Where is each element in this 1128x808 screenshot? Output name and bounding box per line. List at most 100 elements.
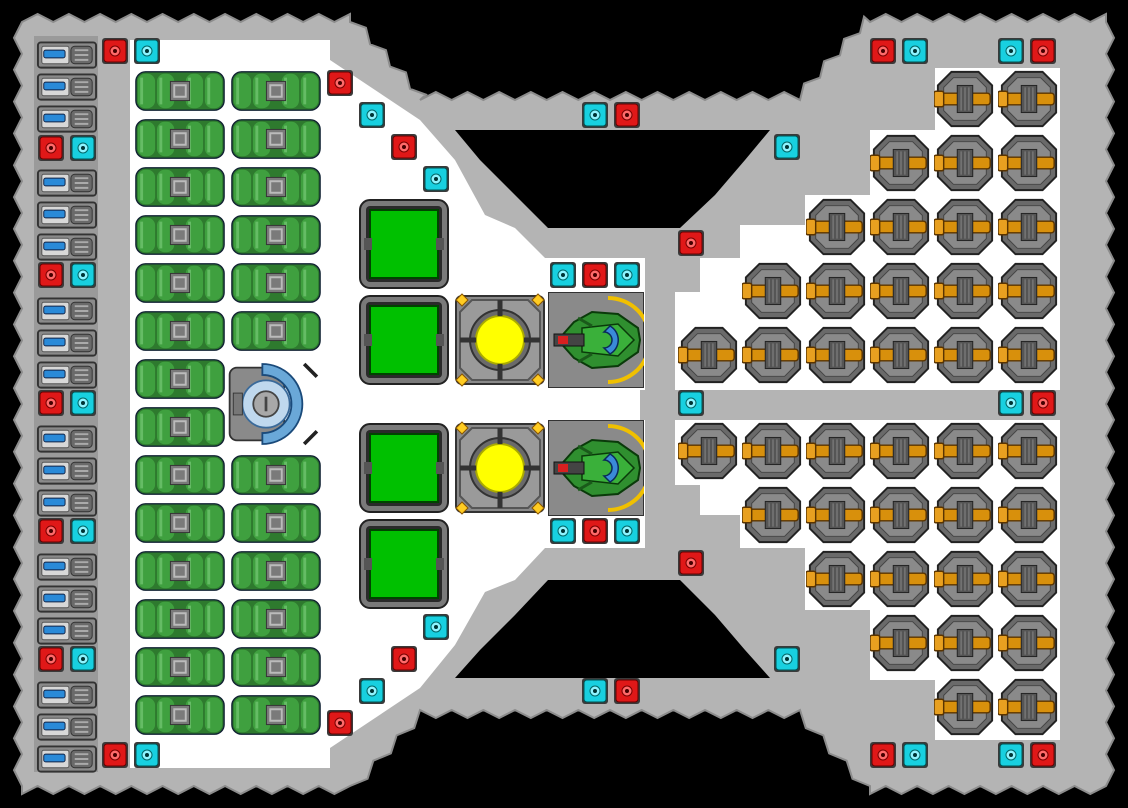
battery-icon[interactable] — [36, 617, 98, 645]
power-node-cyan-icon[interactable] — [69, 645, 97, 673]
power-node-red-icon[interactable] — [37, 261, 65, 289]
power-node-cyan-icon[interactable] — [133, 741, 161, 769]
battery-icon[interactable] — [36, 233, 98, 261]
power-node-cyan-icon[interactable] — [549, 517, 577, 545]
thruster-icon[interactable] — [870, 134, 930, 192]
battery-icon[interactable] — [36, 73, 98, 101]
thruster-icon[interactable] — [806, 262, 866, 320]
battery-icon[interactable] — [36, 713, 98, 741]
battery-icon[interactable] — [36, 105, 98, 133]
thruster-icon[interactable] — [806, 550, 866, 608]
thruster-icon[interactable] — [806, 486, 866, 544]
thruster-icon[interactable] — [870, 486, 930, 544]
fuel-tank-icon[interactable] — [230, 118, 322, 160]
power-node-cyan-icon[interactable] — [997, 37, 1025, 65]
power-node-cyan-icon[interactable] — [422, 613, 450, 641]
fuel-tank-icon[interactable] — [134, 70, 226, 112]
fuel-tank-icon[interactable] — [134, 454, 226, 496]
fuel-tank-icon[interactable] — [230, 550, 322, 592]
fuel-tank-icon[interactable] — [230, 70, 322, 112]
power-node-cyan-icon[interactable] — [773, 133, 801, 161]
battery-icon[interactable] — [36, 585, 98, 613]
power-node-cyan-icon[interactable] — [997, 741, 1025, 769]
fuel-tank-icon[interactable] — [134, 406, 226, 448]
battery-icon[interactable] — [36, 361, 98, 389]
thruster-icon[interactable] — [998, 134, 1058, 192]
thruster-icon[interactable] — [998, 198, 1058, 256]
thruster-icon[interactable] — [934, 198, 994, 256]
battery-icon[interactable] — [36, 329, 98, 357]
fuel-tank-icon[interactable] — [230, 694, 322, 736]
fuel-tank-icon[interactable] — [134, 214, 226, 256]
thruster-icon[interactable] — [678, 422, 738, 480]
power-node-red-icon[interactable] — [326, 69, 354, 97]
power-node-cyan-icon[interactable] — [133, 37, 161, 65]
cargo-bay-icon[interactable] — [359, 423, 449, 513]
fuel-tank-icon[interactable] — [134, 550, 226, 592]
fuel-tank-icon[interactable] — [230, 454, 322, 496]
thruster-icon[interactable] — [998, 550, 1058, 608]
thruster-icon[interactable] — [742, 326, 802, 384]
thruster-icon[interactable] — [998, 70, 1058, 128]
power-node-red-icon[interactable] — [326, 709, 354, 737]
battery-icon[interactable] — [36, 457, 98, 485]
thruster-icon[interactable] — [806, 422, 866, 480]
fuel-tank-icon[interactable] — [134, 310, 226, 352]
reactor-icon[interactable] — [456, 294, 544, 386]
thruster-icon[interactable] — [870, 262, 930, 320]
power-node-red-icon[interactable] — [677, 549, 705, 577]
fuel-tank-icon[interactable] — [134, 646, 226, 688]
battery-icon[interactable] — [36, 201, 98, 229]
power-node-cyan-icon[interactable] — [69, 389, 97, 417]
power-node-red-icon[interactable] — [37, 645, 65, 673]
thruster-icon[interactable] — [934, 614, 994, 672]
power-node-cyan-icon[interactable] — [581, 677, 609, 705]
power-node-red-icon[interactable] — [101, 37, 129, 65]
power-node-cyan-icon[interactable] — [422, 165, 450, 193]
power-node-cyan-icon[interactable] — [677, 389, 705, 417]
thruster-icon[interactable] — [998, 678, 1058, 736]
thruster-icon[interactable] — [742, 422, 802, 480]
power-node-cyan-icon[interactable] — [69, 517, 97, 545]
power-node-red-icon[interactable] — [581, 517, 609, 545]
cargo-bay-icon[interactable] — [359, 199, 449, 289]
power-node-red-icon[interactable] — [101, 741, 129, 769]
battery-icon[interactable] — [36, 297, 98, 325]
thruster-icon[interactable] — [870, 422, 930, 480]
thruster-icon[interactable] — [998, 262, 1058, 320]
power-node-cyan-icon[interactable] — [613, 517, 641, 545]
thruster-icon[interactable] — [870, 198, 930, 256]
thruster-icon[interactable] — [806, 326, 866, 384]
power-node-red-icon[interactable] — [390, 133, 418, 161]
fuel-tank-icon[interactable] — [134, 598, 226, 640]
fuel-tank-icon[interactable] — [230, 166, 322, 208]
thruster-icon[interactable] — [934, 262, 994, 320]
fuel-tank-icon[interactable] — [134, 358, 226, 400]
power-node-red-icon[interactable] — [37, 134, 65, 162]
thruster-icon[interactable] — [998, 326, 1058, 384]
power-node-cyan-icon[interactable] — [773, 645, 801, 673]
thruster-icon[interactable] — [742, 486, 802, 544]
thruster-icon[interactable] — [934, 678, 994, 736]
battery-icon[interactable] — [36, 169, 98, 197]
thruster-icon[interactable] — [678, 326, 738, 384]
power-node-cyan-icon[interactable] — [613, 261, 641, 289]
battery-icon[interactable] — [36, 745, 98, 773]
battery-icon[interactable] — [36, 553, 98, 581]
power-node-red-icon[interactable] — [37, 389, 65, 417]
power-node-red-icon[interactable] — [390, 645, 418, 673]
fuel-tank-icon[interactable] — [134, 166, 226, 208]
fuel-tank-icon[interactable] — [230, 502, 322, 544]
thruster-icon[interactable] — [934, 550, 994, 608]
battery-icon[interactable] — [36, 681, 98, 709]
power-node-cyan-icon[interactable] — [69, 261, 97, 289]
thruster-icon[interactable] — [934, 70, 994, 128]
thruster-icon[interactable] — [934, 326, 994, 384]
thruster-icon[interactable] — [934, 422, 994, 480]
fuel-tank-icon[interactable] — [134, 694, 226, 736]
power-node-cyan-icon[interactable] — [901, 37, 929, 65]
thruster-icon[interactable] — [870, 326, 930, 384]
power-node-red-icon[interactable] — [677, 229, 705, 257]
power-node-red-icon[interactable] — [581, 261, 609, 289]
fuel-tank-icon[interactable] — [134, 118, 226, 160]
